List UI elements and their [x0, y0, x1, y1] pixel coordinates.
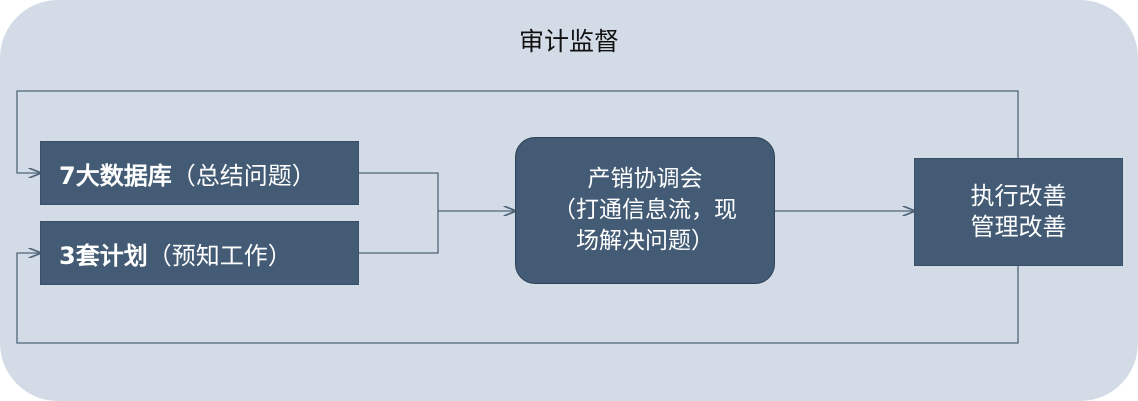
improvement-box: 执行改善 管理改善 — [914, 158, 1123, 266]
plans-note: （预知工作） — [147, 241, 292, 270]
diagram-title: 审计监督 — [518, 27, 619, 56]
meeting-line-2: （打通信息流，现 — [553, 197, 737, 223]
databases-label: 7大数据库 — [59, 161, 172, 190]
coordination-meeting-box: 产销协调会 （打通信息流，现 场解决问题） — [515, 137, 775, 284]
merge-line-databases — [359, 172, 439, 254]
improve-line-2: 管理改善 — [970, 213, 1067, 241]
plans-box: 3套计划 （预知工作） — [40, 221, 359, 285]
plans-label: 3套计划 — [59, 241, 148, 270]
databases-note: （总结问题） — [171, 161, 316, 190]
top-feedback-line — [16, 90, 1019, 173]
meeting-line-3: 场解决问题） — [576, 228, 714, 254]
databases-box: 7大数据库 （总结问题） — [40, 141, 359, 205]
bottom-feedback-line — [16, 253, 1019, 344]
meeting-line-1: 产销协调会 — [587, 166, 703, 192]
improve-line-1: 执行改善 — [970, 182, 1067, 210]
